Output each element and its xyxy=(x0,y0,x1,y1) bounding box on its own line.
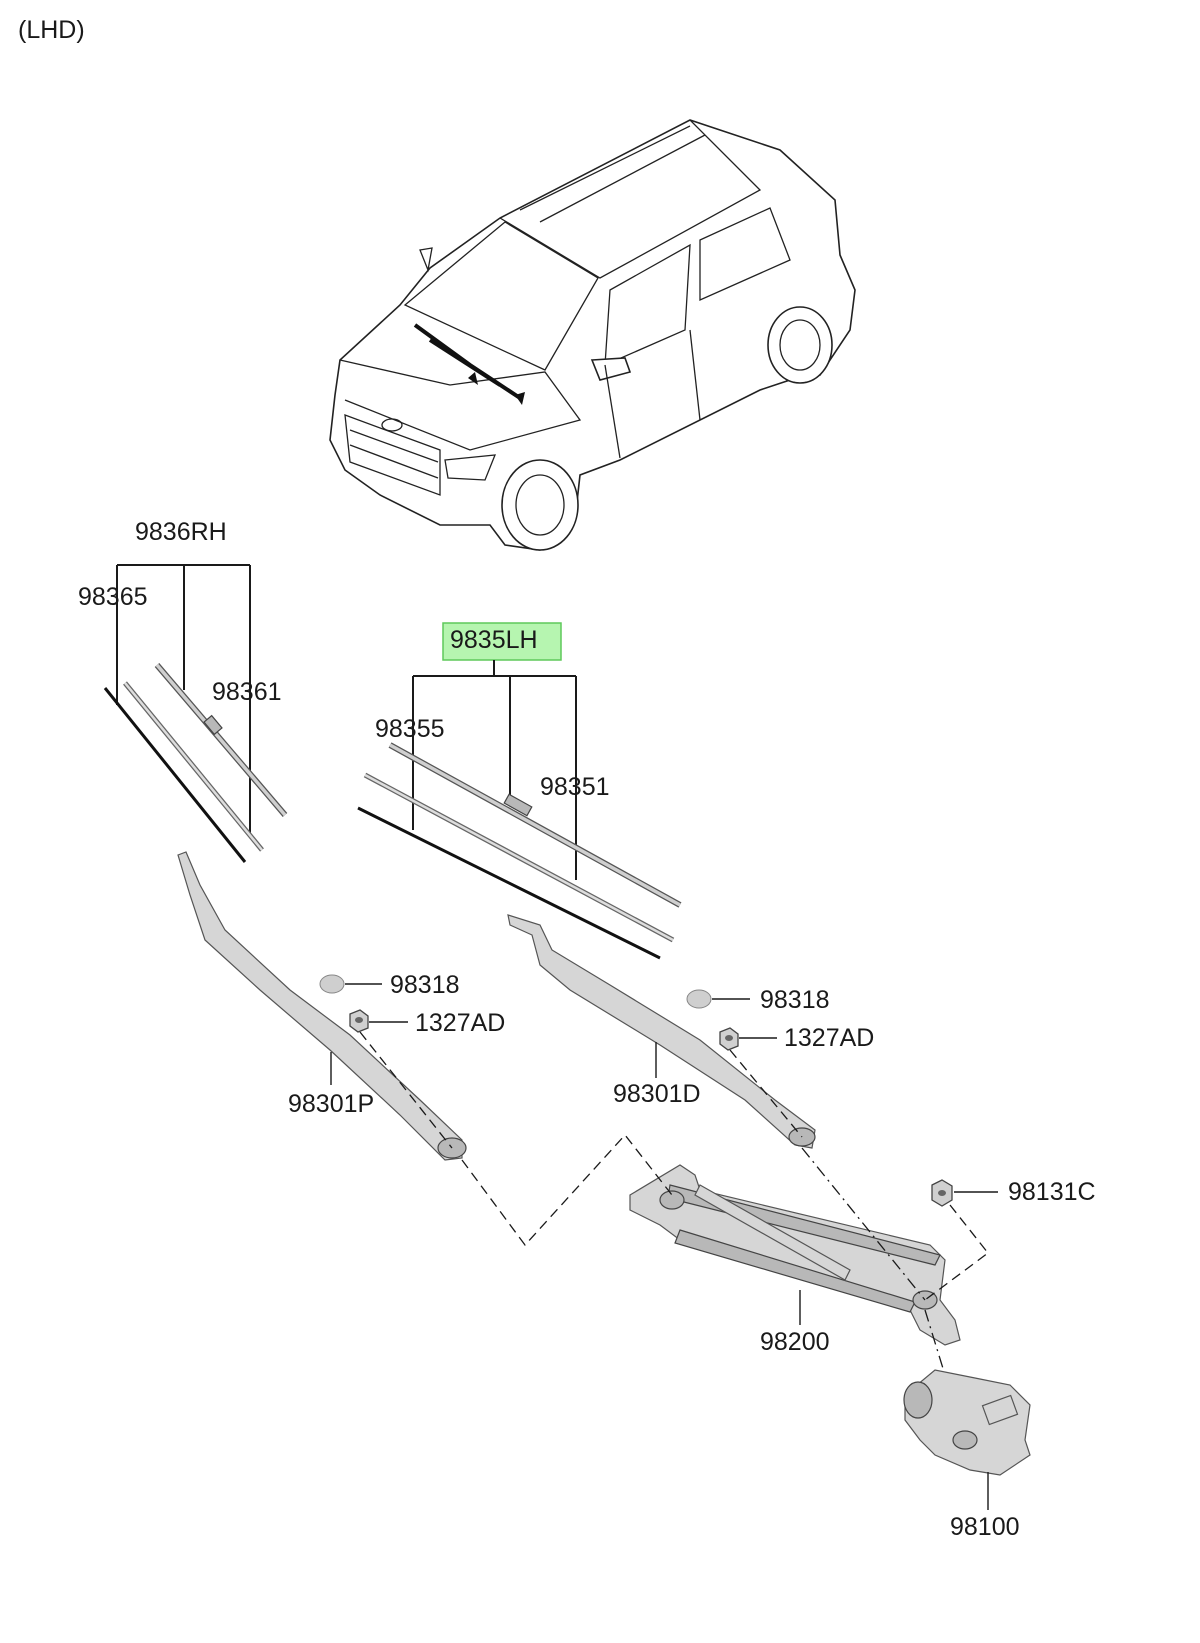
arm-passenger-label: 98301P xyxy=(288,1090,374,1118)
linkage-group xyxy=(461,1133,998,1441)
rh-blade-group xyxy=(103,564,288,863)
lh-assembly-label: 9835LH xyxy=(450,626,538,654)
cap-left-label: 98318 xyxy=(390,971,460,999)
arm-driver-label: 98301D xyxy=(613,1080,701,1108)
view-label: (LHD) xyxy=(18,16,85,44)
rh-assembly-label: 9836RH xyxy=(135,518,227,546)
rh-refill-label: 98365 xyxy=(78,583,148,611)
rh-blade-label: 98361 xyxy=(212,678,282,706)
nut-right-label: 1327AD xyxy=(784,1024,874,1052)
cap-right-icon xyxy=(686,989,712,1009)
nut-left-label: 1327AD xyxy=(415,1009,505,1037)
lh-assembly-highlight xyxy=(442,622,562,661)
cap-left-icon xyxy=(319,974,345,994)
passenger-arm-group xyxy=(177,851,467,1161)
driver-arm-group xyxy=(507,914,816,1149)
nut-left-icon xyxy=(349,1009,369,1033)
vehicle-illustration xyxy=(329,119,856,551)
bolt-icon xyxy=(931,1179,953,1207)
nut-right-icon xyxy=(719,1027,739,1051)
bolt-label: 98131C xyxy=(1008,1178,1096,1206)
lh-blade-label: 98351 xyxy=(540,773,610,801)
cap-right-label: 98318 xyxy=(760,986,830,1014)
lh-refill-label: 98355 xyxy=(375,715,445,743)
motor-group xyxy=(903,1369,1031,1510)
lh-blade-group xyxy=(357,622,682,960)
motor-label: 98100 xyxy=(950,1513,1020,1541)
linkage-label: 98200 xyxy=(760,1328,830,1356)
